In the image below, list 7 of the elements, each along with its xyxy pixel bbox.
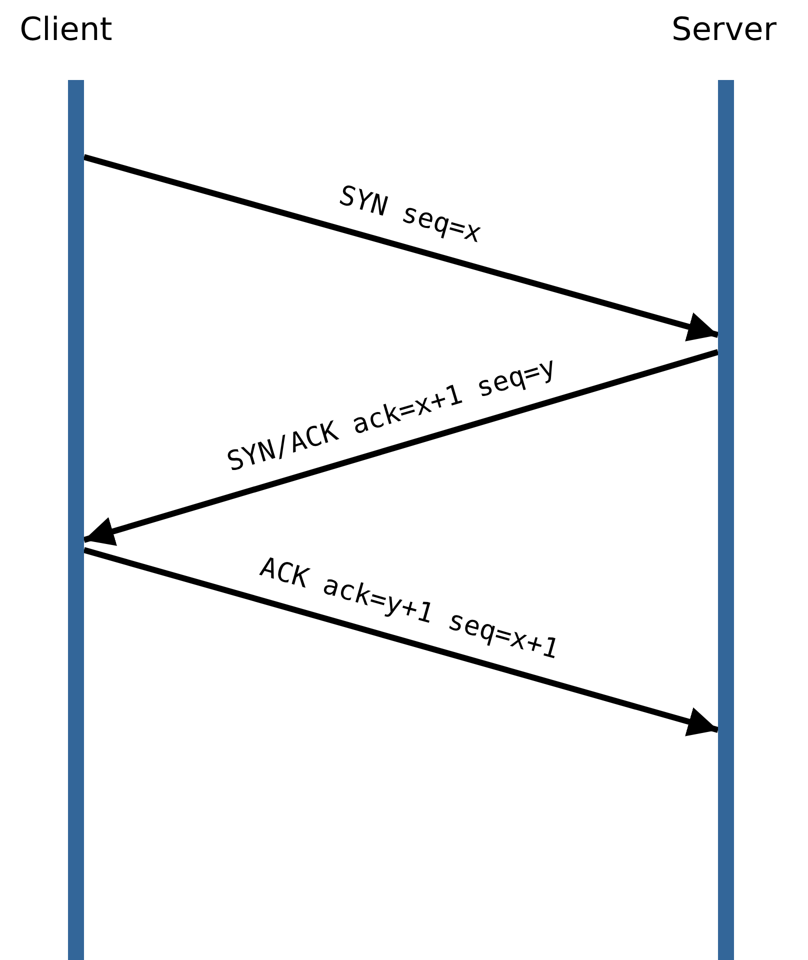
lifeline-bar — [68, 80, 84, 960]
lifeline-heading: Client — [20, 10, 112, 48]
arrow — [83, 154, 719, 342]
lifeline-heading: Server — [672, 10, 776, 48]
lifeline-bar — [718, 80, 734, 960]
arrow — [83, 547, 719, 736]
arrow — [83, 349, 719, 546]
